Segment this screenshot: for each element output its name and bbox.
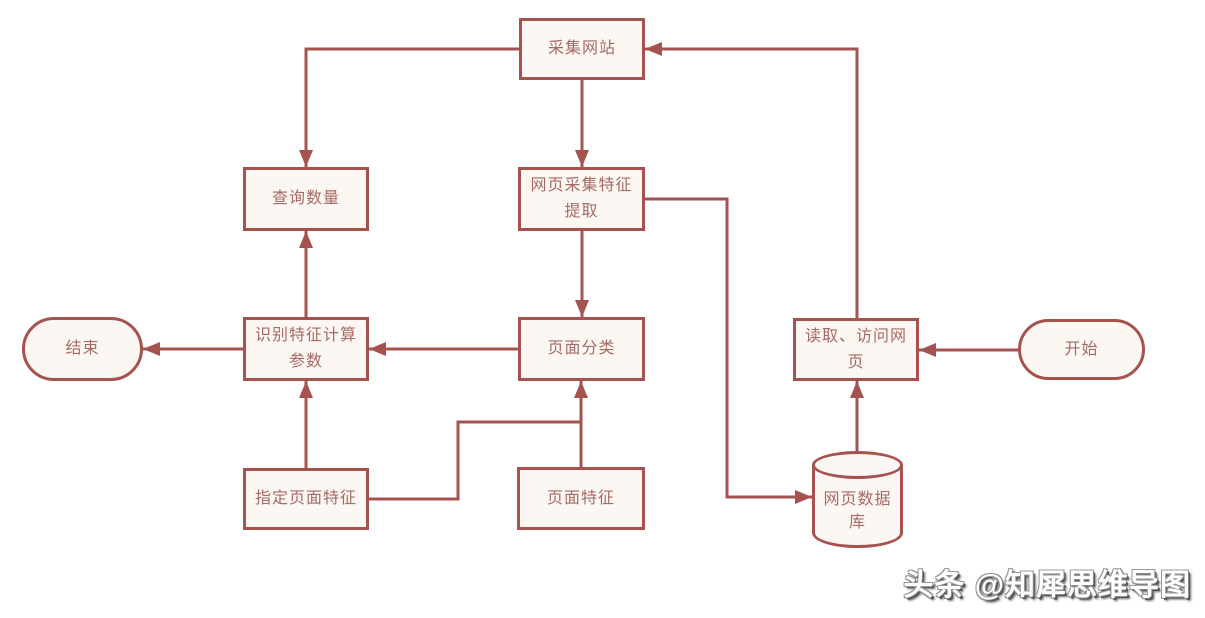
edge-read-to-collect [645,42,859,318]
node-read-access-webpage-label: 读取、访问网 页 [804,327,907,371]
node-identify-feature-calc-params: 识别特征计算 参数 [243,317,369,381]
node-collect-website: 采集网站 [519,18,645,80]
cylinder-top-ellipse [812,451,903,479]
edge-pagefeatures-to-classification [574,381,588,467]
watermark-text: 头条 @知犀思维导图 [903,569,1191,602]
edge-collect-to-extraction [575,80,589,167]
node-end: 结束 [22,317,143,381]
node-collect-website-label: 采集网站 [547,40,616,57]
edge-database-to-read [850,381,864,451]
node-webpage-database: 网页数据 库 [812,451,903,548]
node-specify-page-features-label: 指定页面特征 [254,490,357,507]
node-page-features: 页面特征 [517,467,645,530]
node-web-collect-feature-extraction: 网页采集特征 提取 [518,167,645,231]
node-page-features-label: 页面特征 [546,489,615,507]
node-start: 开始 [1018,319,1145,380]
edge-start-to-read [919,343,1018,357]
node-end-label: 结束 [65,340,100,357]
node-start-label: 开始 [1064,340,1099,358]
node-query-quantity: 查询数量 [243,167,369,231]
edge-specify-to-classification-join [369,420,581,501]
node-read-access-webpage: 读取、访问网 页 [793,318,919,381]
node-specify-page-features: 指定页面特征 [243,468,369,530]
edge-identify-to-query [299,231,313,317]
edge-specify-to-identify [299,381,313,468]
node-webpage-database-label: 网页数据 库 [823,490,892,531]
node-page-classification-label: 页面分类 [547,340,616,357]
node-web-collect-feature-extraction-label: 网页采集特征 提取 [530,177,633,220]
edge-identify-to-end [143,342,243,356]
edge-classification-to-identify [369,342,518,356]
node-page-classification: 页面分类 [518,317,645,381]
edge-extraction-to-database [645,197,812,504]
node-query-quantity-label: 查询数量 [271,190,340,207]
node-identify-feature-calc-params-label: 识别特征计算 参数 [254,327,357,370]
edge-collect-to-query [299,47,519,167]
edge-extraction-to-classification [575,231,589,317]
